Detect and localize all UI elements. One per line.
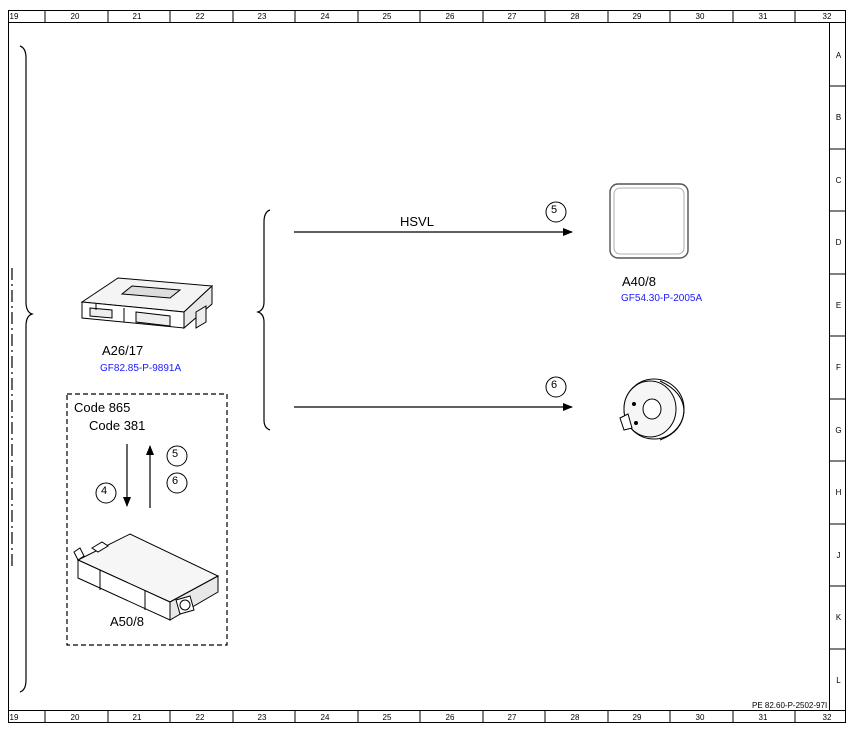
row-label: A — [835, 51, 842, 60]
left-brace — [19, 45, 34, 693]
col-label: 21 — [132, 713, 142, 722]
row-label: K — [835, 613, 842, 622]
row-label: B — [835, 113, 842, 122]
row-label: H — [835, 488, 842, 497]
signal-6-number: 6 — [551, 379, 558, 391]
col-label: 26 — [445, 12, 455, 21]
col-label: 23 — [257, 12, 267, 21]
col-label: 31 — [758, 713, 768, 722]
col-label: 19 — [9, 12, 19, 21]
column-ruler-top: 19 20 21 22 23 24 25 26 27 28 29 30 31 3… — [8, 10, 846, 23]
col-label: 29 — [632, 713, 642, 722]
round-component-icon — [619, 378, 685, 441]
document-id: PE 82.60-P-2502-97I — [752, 701, 828, 710]
col-label: 32 — [822, 12, 832, 21]
component-a40-label: A40/8 — [622, 274, 656, 289]
row-label: L — [836, 676, 841, 685]
code-option-box — [66, 393, 228, 646]
col-label: 30 — [695, 12, 705, 21]
signal-4-number: 4 — [101, 485, 108, 497]
signal-6-number-lower: 6 — [172, 475, 179, 487]
row-label: J — [836, 551, 841, 560]
col-label: 27 — [507, 713, 517, 722]
middle-brace — [256, 209, 271, 431]
col-label: 28 — [570, 713, 580, 722]
signal-5-number-lower: 5 — [172, 448, 179, 460]
col-label: 19 — [9, 713, 19, 722]
row-label: E — [835, 301, 842, 310]
display-a40-icon — [609, 183, 689, 259]
signal-5-number: 5 — [551, 204, 558, 216]
control-unit-a50-icon — [73, 533, 220, 621]
signal-6-circle-lower — [166, 472, 188, 494]
col-label: 30 — [695, 713, 705, 722]
component-a40-ref-link[interactable]: GF54.30-P-2005A — [621, 293, 703, 304]
drawing-frame — [8, 10, 846, 723]
col-label: 20 — [70, 12, 80, 21]
row-label: D — [835, 238, 842, 247]
col-label: 31 — [758, 12, 768, 21]
col-label: 20 — [70, 713, 80, 722]
row-ruler-right: A B C D E F G H J K L — [829, 23, 846, 710]
col-label: 25 — [382, 12, 392, 21]
row-label: F — [836, 363, 841, 372]
col-label: 23 — [257, 713, 267, 722]
hsvl-signal-label: HSVL — [400, 214, 434, 229]
component-a26-ref-link[interactable]: GF82.85-P-9891A — [100, 363, 182, 374]
code-865-label: Code 865 — [74, 400, 131, 415]
code-381-label: Code 381 — [89, 418, 146, 433]
col-label: 26 — [445, 713, 455, 722]
component-a50-label: A50/8 — [110, 614, 144, 629]
col-label: 25 — [382, 713, 392, 722]
signal-5-circle-lower — [166, 445, 188, 467]
col-label: 32 — [822, 713, 832, 722]
signal-6-circle — [545, 376, 567, 398]
row-label: C — [835, 176, 842, 185]
col-label: 24 — [320, 713, 330, 722]
ruler-ticks — [44, 10, 846, 723]
signal-4-circle — [95, 482, 117, 504]
col-label: 21 — [132, 12, 142, 21]
column-ruler-bottom: 19 20 21 22 23 24 25 26 27 28 29 30 31 3… — [8, 710, 846, 723]
component-a26-label: A26/17 — [102, 343, 144, 358]
col-label: 22 — [195, 12, 205, 21]
col-label: 22 — [195, 713, 205, 722]
col-label: 27 — [507, 12, 517, 21]
col-label: 28 — [570, 12, 580, 21]
row-label: G — [835, 426, 842, 435]
col-label: 24 — [320, 12, 330, 21]
control-unit-a26-icon — [80, 277, 214, 330]
col-label: 29 — [632, 12, 642, 21]
signal-5-circle — [545, 201, 567, 223]
